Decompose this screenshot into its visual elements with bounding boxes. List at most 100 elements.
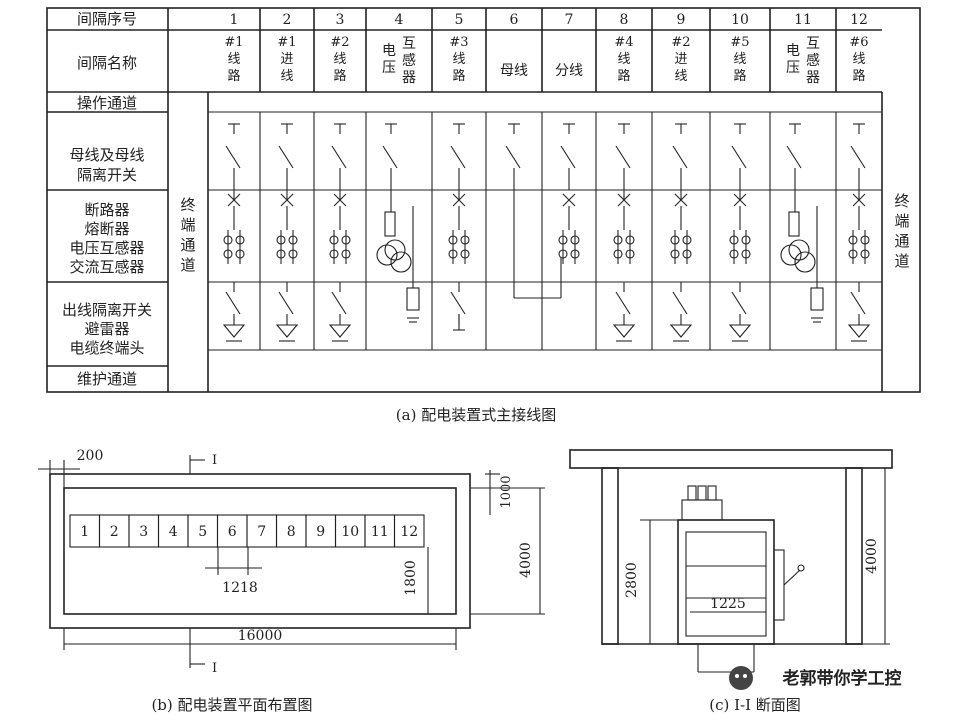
wechat-icon (729, 666, 753, 690)
row-label-breaker: 断路器 (84, 201, 129, 219)
terminal-aisle-left-char: 端 (180, 216, 195, 234)
outgoing-blade (850, 291, 866, 315)
pt-arrester (810, 287, 824, 311)
bay-name-char: 电 (786, 43, 800, 59)
caption-c: (c) I-I 断面图 (709, 696, 801, 714)
bay-name-char: 路 (617, 68, 630, 84)
cell-number: 9 (316, 524, 325, 540)
disconnector-blade (225, 145, 241, 169)
wechat-icon-eye (735, 674, 739, 678)
bay-name-char: 路 (852, 68, 865, 84)
operating-mechanism (773, 549, 785, 621)
breaker-x (674, 193, 688, 207)
bay-name-char: #5 (730, 35, 749, 50)
dim-room-height: 4000 (864, 538, 880, 574)
row-label-breaker: 电压互感器 (69, 239, 144, 257)
cell-number: 5 (198, 524, 207, 540)
main-wiring-diagram: 间隔序号间隔名称操作通道母线及母线隔离开关断路器熔断器电压互感器交流互感器出线隔… (46, 7, 921, 393)
cell-number: 10 (341, 524, 359, 540)
outgoing-blade (450, 291, 466, 315)
cell-number: 7 (257, 524, 266, 540)
bay-number: 9 (677, 12, 686, 28)
bay-name-char: 路 (452, 68, 465, 84)
dim-top: 1000 (499, 475, 514, 508)
bay-name-char: 线 (280, 69, 293, 84)
row-label-busbar: 隔离开关 (77, 166, 137, 184)
bay-number: 10 (731, 12, 749, 28)
cable-termination-icon (328, 324, 352, 338)
bay-name-char: 路 (733, 68, 746, 84)
outgoing-blade (331, 291, 347, 315)
pt-winding (788, 239, 810, 261)
bay-name-char: 进 (674, 52, 687, 67)
cross-section: 2800 4000 1225 (569, 449, 893, 673)
disconnector-blade (278, 145, 294, 169)
breaker-x (333, 193, 347, 207)
outgoing-blade (225, 291, 241, 315)
outgoing-blade (278, 291, 294, 315)
dim-cabinet-width: 1225 (710, 596, 746, 612)
disconnector-blade (786, 145, 802, 169)
plan-outer-wall (49, 473, 471, 629)
terminal-aisle-right-char: 终 (894, 192, 909, 210)
bay-name-char: 路 (227, 68, 240, 84)
disconnector-blade (560, 145, 576, 169)
pt-winding (376, 244, 398, 266)
breaker-x (617, 193, 631, 207)
bay-name-char: #1 (277, 35, 296, 50)
terminal-aisle-right-char: 通 (894, 232, 909, 250)
row-label-outgoing: 出线隔离开关 (62, 301, 152, 319)
dim-aisle: 1800 (403, 560, 419, 596)
bay-name-char: 器 (402, 70, 416, 86)
bushing-base (681, 499, 723, 521)
cell-number: 12 (400, 524, 418, 540)
bay-name-char: 路 (333, 68, 346, 84)
section-mark-bottom: I (212, 661, 217, 676)
bay-name-char: #1 (224, 35, 243, 50)
row-label-busbar: 母线及母线 (69, 146, 144, 164)
bay-name-char: 互 (402, 36, 416, 52)
breaker-x (852, 193, 866, 207)
disconnector-blade (850, 145, 866, 169)
terminal-aisle-left-char: 通 (180, 236, 195, 254)
handle-knob (797, 564, 805, 572)
caption-b: (b) 配电装置平面布置图 (151, 696, 312, 714)
left-wall (601, 467, 619, 645)
bay-number: 5 (455, 12, 464, 28)
terminal-aisle-left-char: 终 (180, 196, 195, 214)
bay-name-char: 线 (227, 52, 240, 67)
bay-name-char: 互 (806, 36, 820, 52)
bay-number: 11 (794, 12, 812, 28)
frame-a (46, 7, 921, 393)
breaker-x (733, 193, 747, 207)
bay-number: 1 (230, 12, 239, 28)
switchgear-cabinet (677, 519, 775, 645)
cable-termination-icon (728, 324, 752, 338)
pt-winding (794, 251, 816, 273)
bay-number: 8 (620, 12, 629, 28)
bay-number: 12 (850, 12, 868, 28)
outgoing-blade (615, 291, 631, 315)
bay-name-char: 电 (382, 43, 396, 59)
bay-name-char: 感 (806, 52, 820, 69)
watermark-text: 老郭带你学工控 (782, 668, 902, 689)
section-mark-top: I (212, 453, 217, 468)
disconnector-blade (505, 145, 521, 169)
terminal-aisle-right-char: 道 (894, 252, 909, 270)
bay-number: 2 (283, 12, 292, 28)
dim-cabinet-height: 2800 (624, 562, 640, 598)
bay-name-char: 线 (733, 52, 746, 67)
bay-name-char: 感 (402, 52, 416, 69)
dim-cell: 1218 (222, 580, 258, 596)
row-label-outgoing: 电缆终端头 (69, 339, 144, 357)
pt-winding (384, 239, 406, 261)
cable-termination-icon (612, 324, 636, 338)
bay-name-char: 器 (806, 70, 820, 86)
bay-name-char: 进 (280, 52, 293, 67)
watermark: 老郭带你学工控 (729, 666, 902, 690)
cabinet-inner (685, 531, 767, 637)
bay-name-char: 线 (674, 69, 687, 84)
breaker-x (562, 193, 576, 207)
